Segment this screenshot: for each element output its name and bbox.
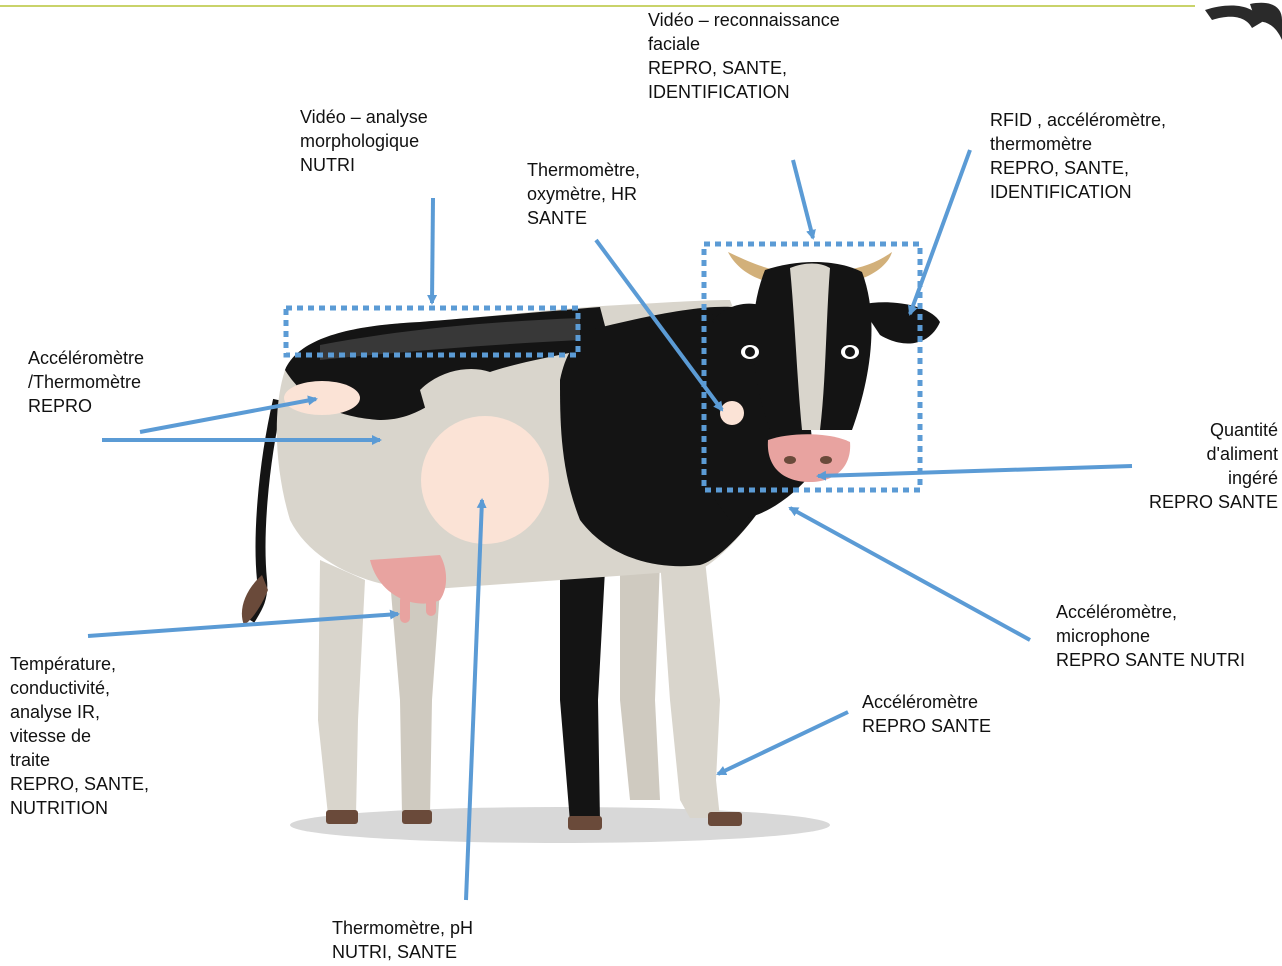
sensor-spot-rumen xyxy=(421,416,549,544)
arrow-video-facial xyxy=(793,160,813,238)
ground-shadow xyxy=(290,807,830,843)
arrow-accel-leg xyxy=(718,712,848,774)
arrow-video-morpho xyxy=(432,198,433,303)
arrow-rfid xyxy=(910,150,970,314)
arrow-feed-intake xyxy=(818,466,1132,476)
label-milking: Température,conductivité,analyse IR,vite… xyxy=(10,652,149,820)
corner-logo xyxy=(1205,3,1282,40)
sensor-spot-tailhead xyxy=(284,381,360,415)
cow-illustration xyxy=(242,252,940,830)
arrow-accel-micro xyxy=(790,508,1030,640)
sensor-spot-neck xyxy=(720,401,744,425)
